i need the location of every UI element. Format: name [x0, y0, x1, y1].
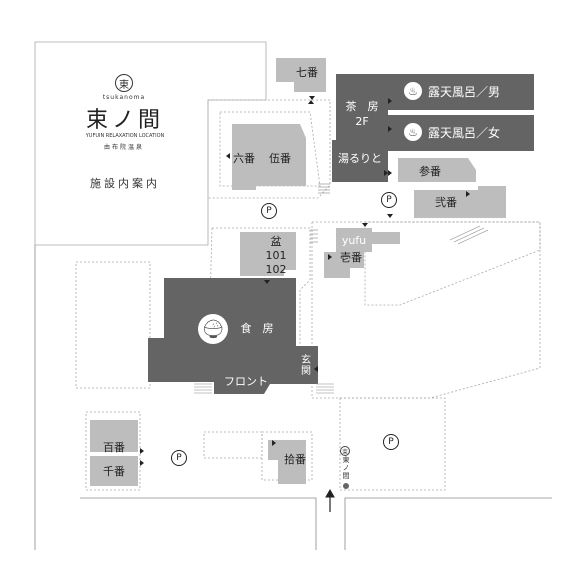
entrance-arrow: [387, 214, 393, 218]
building-yururito[interactable]: 湯るりと: [338, 152, 382, 165]
building-genkan[interactable]: 玄関: [298, 354, 310, 376]
building-goban-shape: [256, 124, 306, 186]
entrance-arrow: [140, 460, 144, 466]
building-yufu[interactable]: yufu: [341, 233, 367, 247]
onsen-men-label: 露天風呂／男: [428, 84, 501, 99]
entrance-arrow: [140, 448, 144, 454]
building-front[interactable]: フロント: [224, 375, 268, 388]
dining-badge: 🍚︎: [198, 314, 228, 344]
onsen-women[interactable]: ♨ 露天風呂／女: [404, 123, 500, 141]
building-shokubou[interactable]: 食 房: [240, 322, 274, 335]
entrance-arrow: [388, 126, 392, 132]
building-sanban-shape: [398, 158, 476, 182]
parking-marker[interactable]: P: [261, 203, 277, 219]
building-goban[interactable]: 伍番: [269, 152, 291, 165]
logo-emblem: 東: [115, 74, 133, 92]
roads: [34, 245, 552, 550]
building-shokubou-shape: [148, 278, 318, 394]
entrance-arrow: [328, 254, 332, 260]
logo-sub: 由布院温泉: [103, 144, 144, 151]
entrance-markers: [140, 96, 470, 466]
entrance-arrow: [308, 100, 314, 104]
entrance-arrow: [384, 170, 388, 176]
hot-spring-icon: ♨: [404, 82, 422, 100]
onsen-men[interactable]: ♨ 露天風呂／男: [404, 82, 500, 100]
room-102[interactable]: 102: [265, 262, 287, 276]
building-bon[interactable]: 盆: [270, 235, 282, 248]
building-ichiban-shape: [324, 252, 364, 278]
building-juban[interactable]: 拾番: [284, 453, 306, 466]
building-nanaban-shape: [276, 58, 326, 92]
room-101[interactable]: 101: [265, 248, 287, 262]
building-hyakuban-shape: [90, 420, 138, 452]
logo-romaji: tsukanoma: [102, 94, 146, 101]
building-sanban[interactable]: 参番: [419, 165, 441, 178]
entrance-arrow: [264, 280, 270, 284]
rice-bowl-icon: 🍚︎: [198, 314, 228, 344]
approach-arrow: [325, 488, 335, 512]
signpost-label: 東ノ間: [342, 456, 350, 480]
parking-marker[interactable]: P: [383, 434, 399, 450]
building-yufu-annex-shape: [372, 232, 400, 244]
hot-spring-icon: ♨: [404, 123, 422, 141]
entrance-arrow: [314, 366, 318, 372]
logo-name: 束ノ間: [85, 108, 164, 133]
building-senban-shape: [90, 456, 138, 486]
lot-boundaries: [75, 99, 541, 491]
building-rokuban-shape: [232, 124, 256, 190]
building-senban[interactable]: 千番: [103, 465, 125, 478]
entrance-arrow: [226, 153, 230, 159]
signpost-emblem: 束: [340, 446, 350, 456]
building-hyakuban[interactable]: 百番: [103, 441, 125, 454]
entrance-arrow: [388, 170, 392, 176]
building-niban-shape: [414, 186, 506, 218]
logo-tagline: YUFUIN RELAXATION LOCATION: [85, 133, 165, 139]
building-chabou[interactable]: 茶 房: [345, 100, 379, 113]
building-niban[interactable]: 弐番: [435, 196, 457, 209]
entrance-arrow: [309, 96, 315, 100]
building-chabou-floor: 2F: [355, 114, 369, 128]
signpost-dot: [343, 483, 349, 489]
building-juban-shape: [268, 440, 306, 484]
building-rokuban[interactable]: 六番: [233, 152, 255, 165]
building-yufu-shape: [336, 228, 372, 252]
parking-marker[interactable]: P: [381, 192, 397, 208]
stairs: [194, 183, 489, 394]
entrance-arrow: [466, 191, 470, 197]
entrance-arrow: [388, 98, 392, 104]
building-nanaban[interactable]: 七番: [296, 66, 318, 79]
onsen-women-label: 露天風呂／女: [428, 125, 501, 140]
facility-guide-title: 施設内案内: [90, 177, 160, 190]
parking-marker[interactable]: P: [171, 450, 187, 466]
entrance-arrow: [272, 440, 276, 446]
building-ichiban[interactable]: 壱番: [340, 251, 362, 264]
building-yururito-shape: [332, 140, 388, 182]
building-bon-shape: [240, 232, 296, 276]
entrance-arrow: [362, 223, 368, 227]
